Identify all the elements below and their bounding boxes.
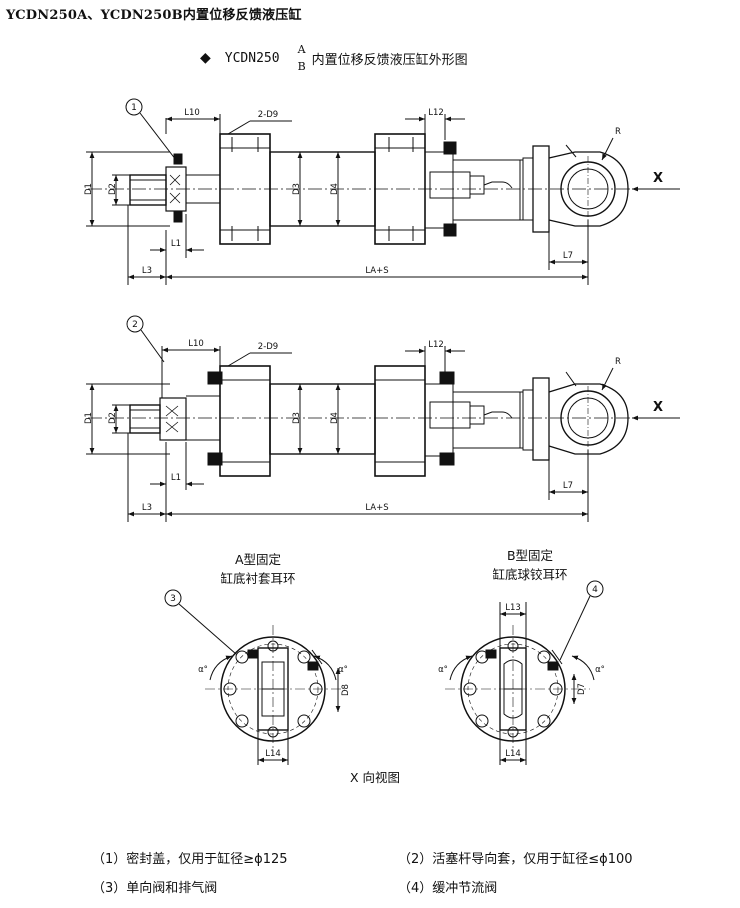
head-flange-b	[219, 365, 271, 477]
end-view-a	[164, 589, 345, 765]
dim-l14-a: L14	[265, 749, 281, 759]
dim-las-a: LA+S	[365, 266, 388, 276]
dim-l10-a: L10	[184, 108, 200, 118]
dim-r-b: R	[615, 357, 621, 367]
cap-flange-b	[374, 365, 426, 477]
callout-circle-4	[586, 580, 604, 598]
dim-d7: D7	[577, 683, 587, 695]
subtitle-text: 内置位移反馈液压缸外形图	[311, 52, 468, 68]
dim-l13: L13	[505, 603, 521, 613]
callout-label-1: 1	[131, 103, 137, 113]
barrel-b	[269, 383, 376, 455]
dim-las-b: LA+S	[365, 503, 388, 513]
callout-circle-2	[126, 315, 144, 333]
dim-d1-a: D1	[84, 183, 94, 195]
dim-l10-b: L10	[188, 339, 204, 349]
dim-l3-a: L3	[142, 266, 152, 276]
type-a-letter: A	[297, 43, 306, 56]
dim-alpha-a-left: α°	[198, 665, 208, 675]
dim-d3-b: D3	[292, 412, 302, 424]
dim-d3-a: D3	[292, 183, 302, 195]
dim-d4-b: D4	[330, 412, 340, 424]
dim-d9-b: 2-D9	[258, 342, 278, 352]
callout-circle-1	[125, 98, 143, 116]
dim-d4-a: D4	[330, 183, 340, 195]
dim-d2-a: D2	[108, 183, 118, 195]
note-2: （2）活塞杆导向套，仅用于缸径≤ϕ100	[398, 852, 633, 867]
page-header: YCDN250A、YCDN250B内置位移反馈液压缸	[6, 8, 302, 23]
dim-d8: D8	[341, 684, 351, 696]
callout-circle-3	[164, 589, 182, 607]
dim-l12-b: L12	[428, 340, 444, 350]
dim-alpha-a-right: α°	[338, 665, 348, 675]
note-4: （4）缓冲节流阀	[398, 881, 498, 896]
callout-label-4: 4	[592, 585, 598, 595]
dim-l1-a: L1	[171, 239, 181, 249]
callout-label-3: 3	[170, 594, 176, 604]
caption-type-b-line1: B型固定	[506, 548, 554, 563]
dim-l7-a: L7	[563, 251, 573, 261]
dim-l14-b: L14	[505, 749, 521, 759]
cylinder-view-a	[86, 98, 680, 285]
caption-type-a-line1: A型固定	[234, 552, 282, 567]
cylinder-view-b	[86, 315, 680, 522]
caption-type-b: B型固定 缸底球铰耳环	[480, 546, 580, 584]
type-b-letter: B	[297, 60, 306, 73]
dim-l7-b: L7	[563, 481, 573, 491]
model-code: YCDN250	[224, 50, 280, 66]
dim-alpha-b-right: α°	[595, 665, 605, 675]
label-x-a: X	[653, 171, 663, 186]
drawing-subtitle: ◆ YCDN250 A B 内置位移反馈液压缸外形图	[200, 38, 468, 78]
label-x-b: X	[653, 400, 663, 415]
x-view-caption: X 向视图	[349, 770, 401, 785]
note-3: （3）单向阀和排气阀	[92, 881, 218, 896]
callout-label-2: 2	[132, 320, 138, 330]
caption-type-b-line2: 缸底球铰耳环	[492, 567, 568, 582]
dim-d1-b: D1	[84, 412, 94, 424]
diamond-icon: ◆	[200, 50, 211, 66]
dim-alpha-b-left: α°	[438, 665, 448, 675]
type-fraction: A B	[298, 41, 306, 75]
dim-r-a: R	[615, 127, 621, 137]
dim-l3-b: L3	[142, 503, 152, 513]
dim-l12-a: L12	[428, 108, 444, 118]
rod-end-b	[129, 404, 161, 434]
dim-d2-b: D2	[108, 412, 118, 424]
note-1: （1）密封盖，仅用于缸径≥ϕ125	[92, 852, 288, 867]
caption-type-a: A型固定 缸底衬套耳环	[208, 550, 308, 588]
dim-d9-a: 2-D9	[258, 110, 278, 120]
dim-l1-b: L1	[171, 473, 181, 483]
caption-type-a-line2: 缸底衬套耳环	[220, 571, 296, 586]
end-view-b	[445, 580, 604, 765]
